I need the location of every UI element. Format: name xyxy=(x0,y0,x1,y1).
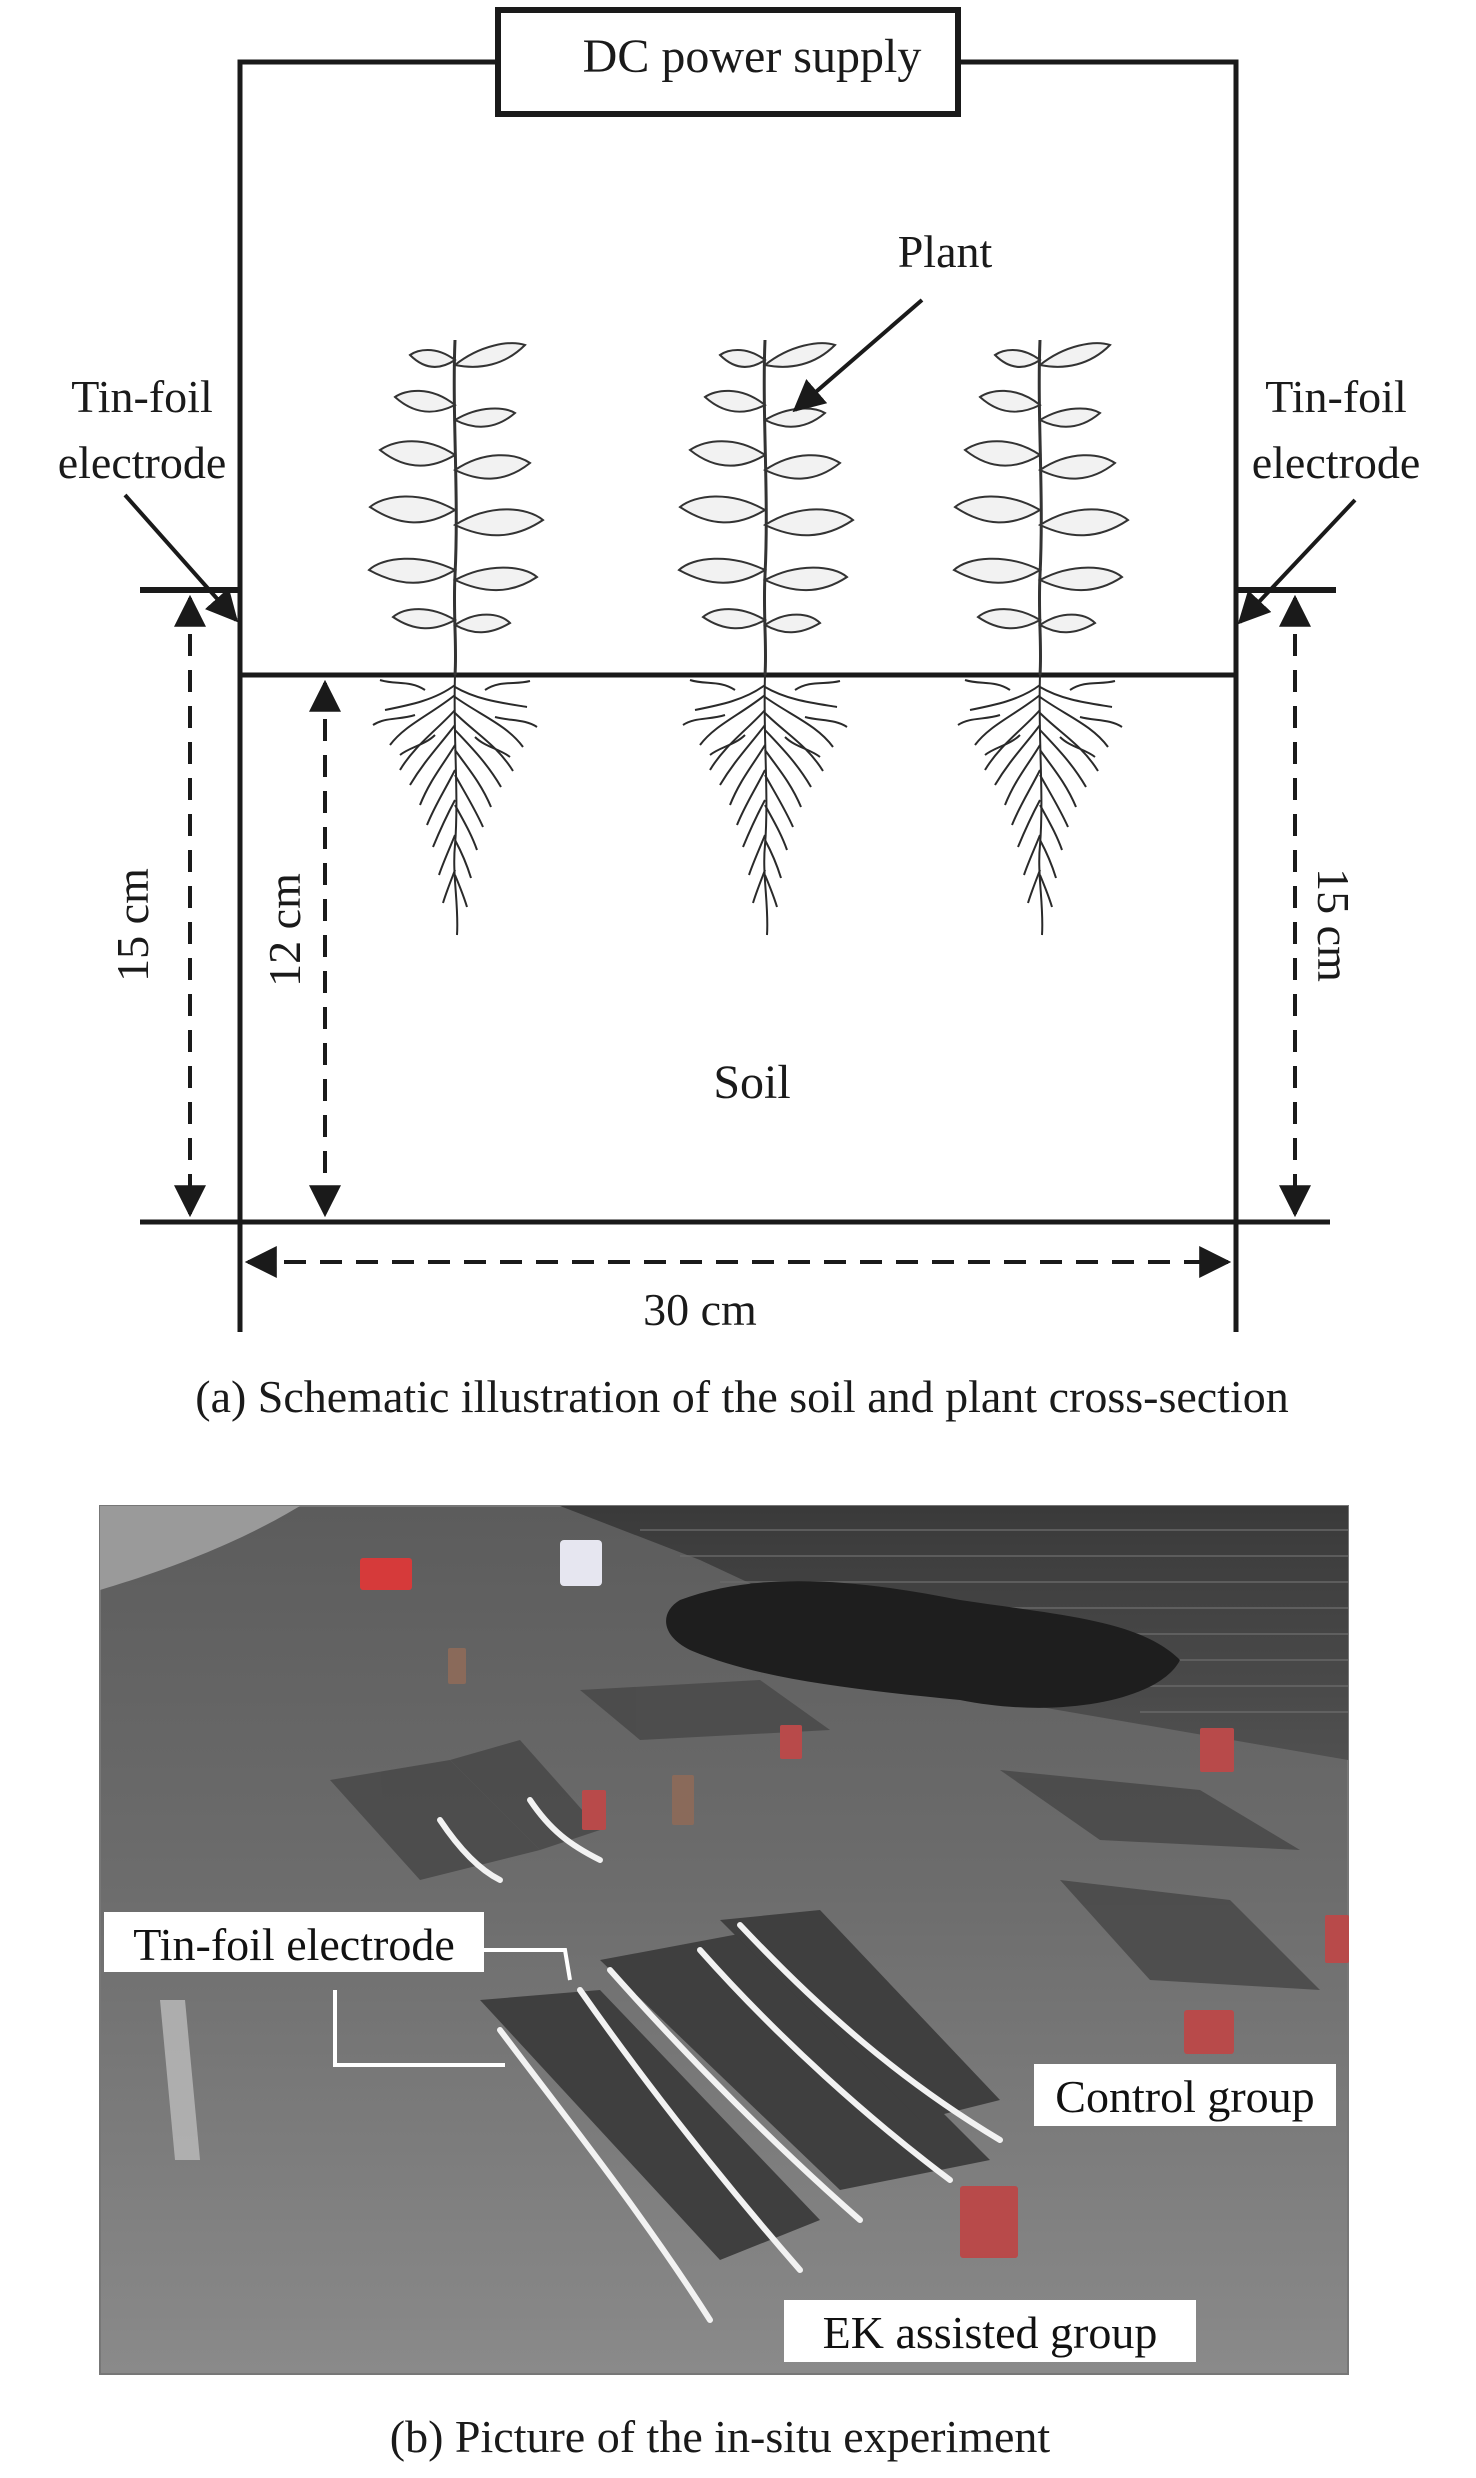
electrode-left-pointer xyxy=(123,493,239,623)
electrode-photo-label: Tin-foil electrode xyxy=(133,1919,455,1970)
plant-right xyxy=(952,338,1130,937)
soil-label: Soil xyxy=(713,1056,790,1109)
depth-left-label: 15 cm xyxy=(107,868,158,982)
ek-label-bg xyxy=(784,2300,1196,2362)
wire-left xyxy=(237,59,498,675)
electrode-right-label-line2: electrode xyxy=(1252,437,1421,488)
photo-caption: (b) Picture of the in-situ experiment xyxy=(390,2411,1051,2462)
experiment-photo: Tin-foil electrode Control group EK assi… xyxy=(99,1505,1349,2375)
electrode-right-pointer xyxy=(1237,498,1357,625)
wire-right xyxy=(958,59,1239,675)
plant-left xyxy=(367,338,545,937)
width-label: 30 cm xyxy=(643,1284,757,1335)
electrode-left-label-line1: Tin-foil xyxy=(71,371,212,422)
depth-inner-label: 12 cm xyxy=(259,873,310,987)
electrode-photo-label-bg xyxy=(104,1912,484,1972)
control-label-bg xyxy=(1034,2064,1336,2126)
electrode-left-label-line2: electrode xyxy=(58,437,227,488)
schematic-panel: DC power supply Plant Tin-foil electrode… xyxy=(58,7,1421,1422)
control-group-label: Control group xyxy=(1055,2071,1314,2122)
plant-label: Plant xyxy=(898,226,993,277)
power-supply-label: DC power supply xyxy=(583,30,922,83)
depth-right-label: 15 cm xyxy=(1308,868,1359,982)
plant-pointer-arrow xyxy=(792,298,924,413)
schematic-caption: (a) Schematic illustration of the soil a… xyxy=(195,1371,1289,1422)
electrode-photo-pointer-2 xyxy=(333,1990,505,2067)
electrode-photo-pointer-1 xyxy=(484,1948,572,1981)
ek-group-label: EK assisted group xyxy=(823,2307,1158,2358)
plant-middle xyxy=(677,338,855,937)
power-supply-box xyxy=(495,7,961,117)
electrode-right-label-line1: Tin-foil xyxy=(1265,371,1406,422)
